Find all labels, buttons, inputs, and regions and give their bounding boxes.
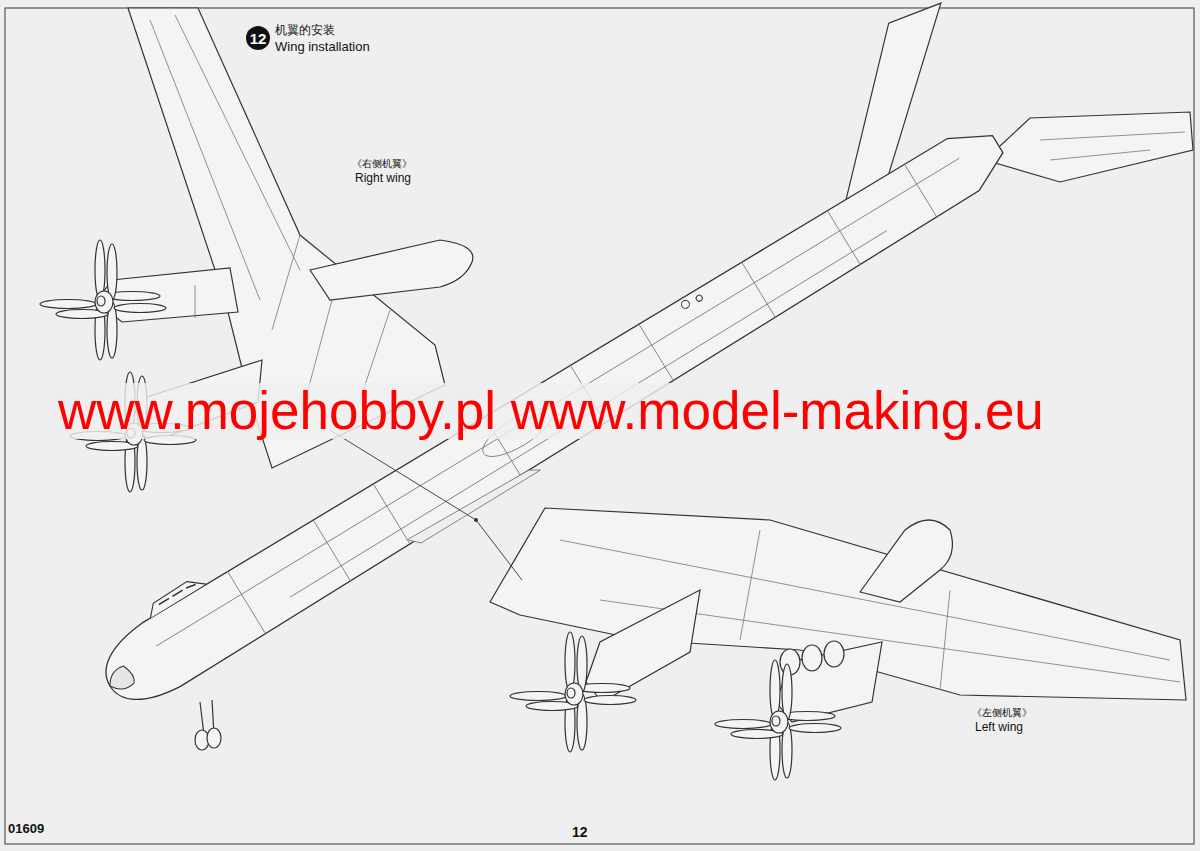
step-number: 12	[246, 26, 271, 51]
page-frame	[5, 8, 1194, 844]
page-number: 12	[572, 824, 588, 840]
part-label-en: Left wing	[975, 721, 1023, 735]
leader-dot	[474, 518, 478, 522]
kit-number: 01609	[8, 822, 44, 837]
step-title-en: Wing installation	[275, 40, 370, 55]
panel-line	[1040, 132, 1185, 160]
step-title-zh: 机翼的安装	[275, 24, 335, 38]
step-number-text: 12	[250, 31, 267, 46]
part-label-zh: 《右侧机翼》	[352, 158, 412, 170]
stabilizer	[985, 112, 1193, 182]
propeller	[40, 240, 166, 360]
watermark: www.mojehobby.pl www.model-making.eu	[58, 383, 1044, 439]
propeller	[715, 660, 841, 780]
part-label-zh: 《左侧机翼》	[972, 707, 1032, 719]
part-label-en: Right wing	[355, 172, 411, 186]
leader-line	[330, 430, 522, 580]
nose-gear	[195, 700, 221, 750]
propeller	[510, 632, 636, 752]
